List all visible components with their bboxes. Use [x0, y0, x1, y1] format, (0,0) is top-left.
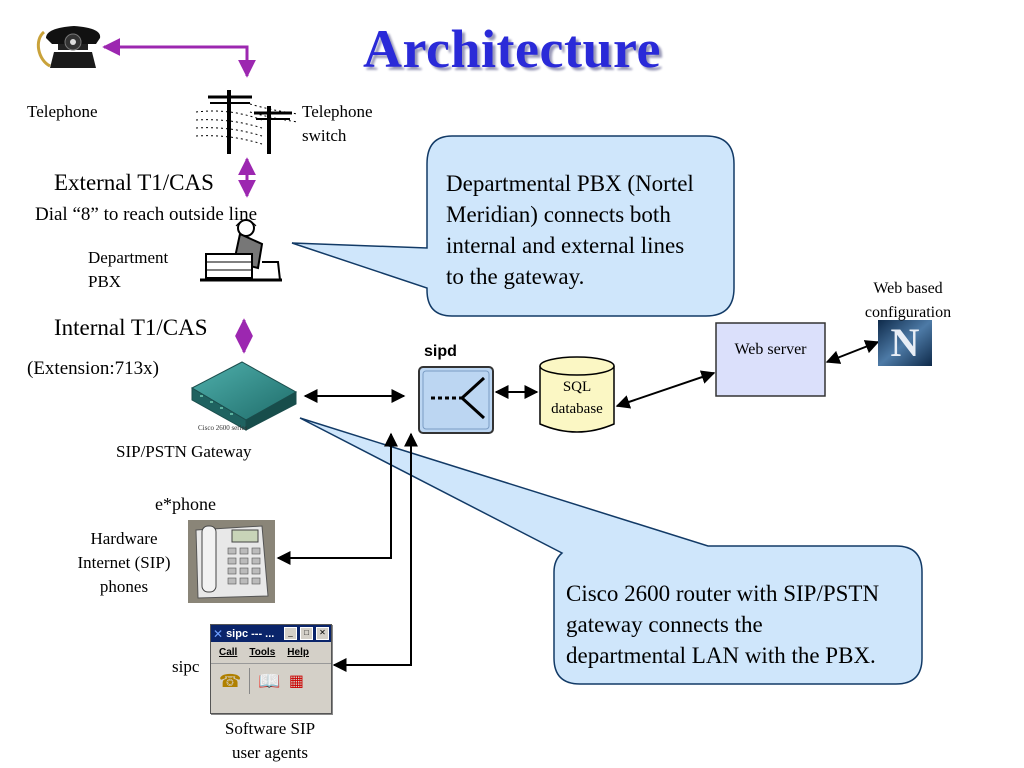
callout-pbx-line: Meridian) connects both — [446, 202, 671, 227]
software-agents-label-line1: Software SIP — [224, 719, 316, 738]
menu-help[interactable]: Help — [287, 647, 309, 658]
telephone-switch-icon — [195, 90, 299, 154]
netscape-logo-icon: N — [878, 320, 932, 366]
web-server-box — [715, 322, 826, 397]
hardware-phones-label-line2: Internet (SIP) — [77, 553, 171, 572]
x-logo-icon: ✕ — [213, 626, 224, 641]
toolbar-divider — [249, 668, 251, 694]
web-config-label-line2: configuration — [864, 304, 952, 321]
sipc-toolbar: ☎ 📖 ▦ — [211, 663, 331, 698]
hardware-phones-label-line3: phones — [99, 577, 149, 596]
hardware-phones-label-line1: Hardware — [90, 529, 158, 548]
sql-label-line1: SQL — [562, 379, 592, 395]
callout-cisco-line: Cisco 2600 router with SIP/PSTN — [566, 581, 880, 606]
web-config-label-line1: Web based — [873, 280, 943, 297]
ephone-label: e*phone — [155, 494, 216, 514]
software-agents-label-line2: user agents — [231, 743, 308, 762]
schedule-icon[interactable]: ▦ — [288, 673, 304, 690]
sql-database-icon — [539, 356, 615, 433]
purple-trunk-links — [102, 38, 256, 354]
operator-icon — [200, 219, 282, 282]
web-server-label: Web server — [734, 341, 807, 358]
callout-cisco-line: gateway connects the — [566, 612, 763, 637]
callout-cisco-text: Cisco 2600 router with SIP/PSTN gateway … — [566, 578, 879, 671]
sipd-server-icon — [418, 366, 494, 434]
sip-pstn-gateway-label: SIP/PSTN Gateway — [116, 442, 252, 461]
external-t1-label: External T1/CAS — [54, 170, 214, 195]
address-book-icon[interactable]: 📖 — [258, 670, 281, 691]
sipc-titlebar[interactable]: ✕ sipc --- ... _ □ ✕ — [211, 625, 331, 642]
menu-call[interactable]: Call — [219, 647, 238, 658]
sql-label-line2: database — [551, 401, 603, 417]
sip-phone-icon — [188, 520, 275, 603]
lan-links — [276, 340, 880, 672]
callout-pbx-line: internal and external lines — [446, 233, 685, 258]
department-pbx-label-line2: PBX — [88, 272, 122, 291]
extension-label: (Extension:713x) — [27, 358, 159, 379]
telephone-label: Telephone — [27, 102, 98, 121]
minimize-button[interactable]: _ — [284, 627, 297, 640]
menu-tools[interactable]: Tools — [249, 647, 276, 658]
sipc-window[interactable]: ✕ sipc --- ... _ □ ✕ Call Tools Help ☎ 📖… — [210, 624, 332, 714]
callout-pbx-line: to the gateway. — [446, 264, 585, 289]
callout-pbx-line: Departmental PBX (Nortel — [446, 171, 694, 196]
sipc-window-title: sipc --- ... — [226, 627, 275, 640]
page-title: Architecture — [363, 19, 661, 79]
maximize-button[interactable]: □ — [300, 627, 313, 640]
callout-cisco-shape — [299, 417, 923, 685]
telephone-switch-label-line1: Telephone — [302, 102, 373, 121]
callout-cisco-line: departmental LAN with the PBX. — [566, 643, 876, 668]
svg-text:N: N — [891, 320, 920, 365]
cisco-series-label: Cisco 2600 series — [198, 424, 248, 432]
internal-t1-label: Internal T1/CAS — [54, 315, 208, 340]
department-pbx-label-line1: Department — [88, 248, 169, 267]
cisco-router-icon — [190, 361, 298, 431]
telephone-switch-label-line2: switch — [302, 126, 347, 145]
sipd-label: sipd — [424, 343, 457, 360]
close-button[interactable]: ✕ — [316, 627, 329, 640]
callout-pbx-shape — [291, 135, 735, 317]
sipc-menubar: Call Tools Help — [211, 642, 331, 663]
sipc-label: sipc — [172, 657, 200, 676]
telephone-icon — [36, 26, 101, 68]
phone-call-icon[interactable]: ☎ — [219, 670, 242, 691]
dial-8-label: Dial “8” to reach outside line — [35, 204, 258, 225]
callout-pbx-text: Departmental PBX (Nortel Meridian) conne… — [446, 168, 694, 292]
